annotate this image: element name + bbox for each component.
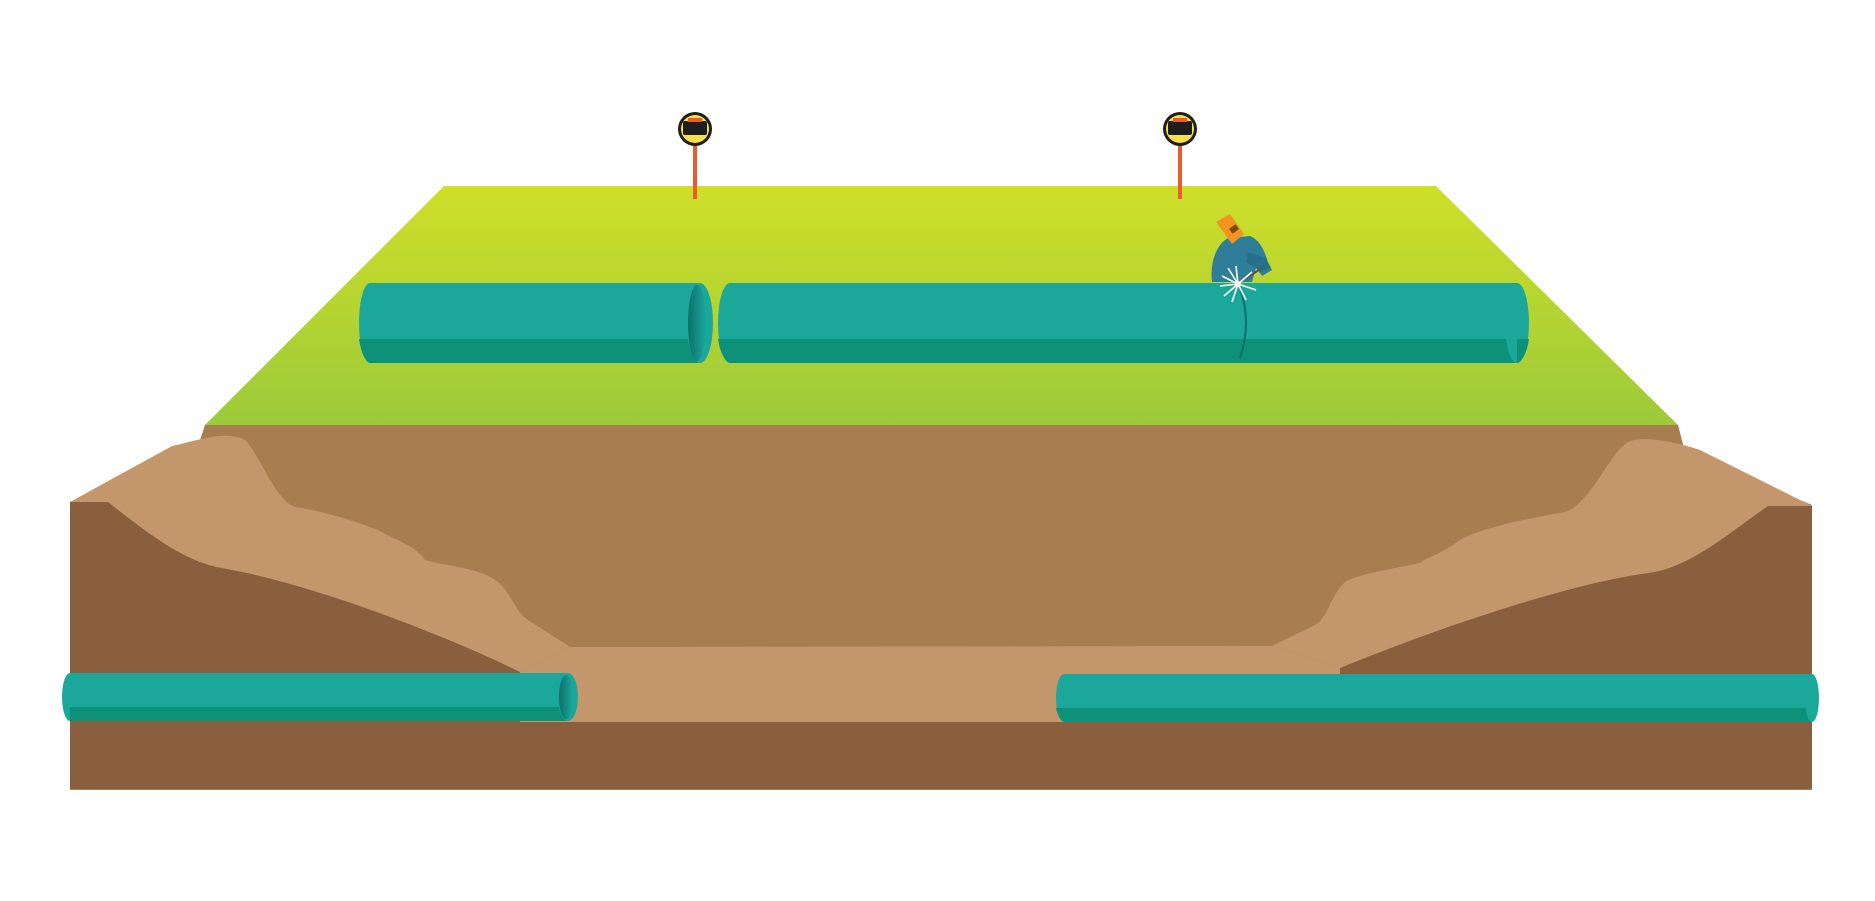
marker-post bbox=[1178, 142, 1182, 199]
trench-pipe-left bbox=[62, 673, 578, 721]
marker-post bbox=[693, 142, 697, 199]
soil-right-side bbox=[1340, 506, 1812, 722]
pipeline-marker-sign-icon bbox=[1163, 112, 1197, 146]
weld-seam bbox=[1239, 287, 1247, 359]
surface-pipe-left bbox=[359, 283, 713, 363]
trench-slope-left bbox=[70, 435, 570, 672]
pipeline-marker-sign-icon bbox=[678, 112, 712, 146]
soil-base-layer bbox=[70, 722, 1812, 789]
trench-slope-right bbox=[1272, 439, 1812, 668]
soil-cross-section bbox=[70, 425, 1812, 790]
welder-worker-icon bbox=[1211, 214, 1272, 283]
surface-pipe-right bbox=[718, 283, 1529, 363]
trench-pipe-right bbox=[1056, 674, 1819, 722]
welding-spark-icon bbox=[1219, 265, 1257, 303]
pipeline-marker-right bbox=[1163, 112, 1197, 199]
pipeline-marker-left bbox=[678, 112, 712, 199]
soil-left-side bbox=[70, 502, 520, 722]
